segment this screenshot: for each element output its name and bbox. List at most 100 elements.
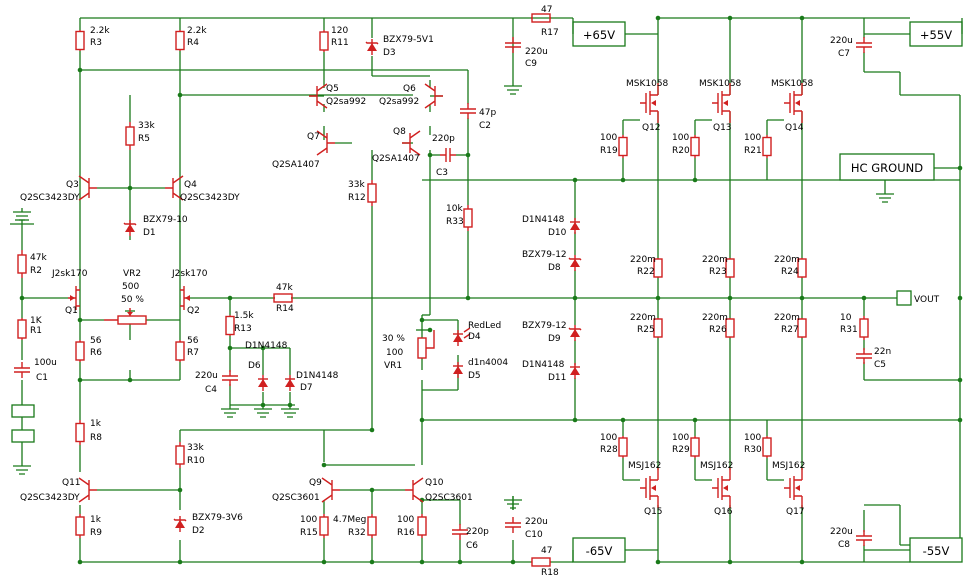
mosfet-q17 — [795, 485, 800, 491]
rail-label-neg55: -55V — [923, 544, 950, 558]
transistor-q6-ref: Q6 — [403, 84, 416, 94]
junction-dot — [77, 559, 83, 565]
transistor-q7 — [316, 130, 335, 156]
mosfet-q13 — [712, 83, 731, 123]
transistor-q8 — [402, 130, 421, 156]
transistor-q6 — [424, 83, 443, 109]
pot-vr2-value: 500 — [122, 282, 139, 292]
resistor-r15-value: 100 — [300, 515, 317, 525]
potentiometer-vr2 — [104, 308, 131, 321]
junction-dot — [692, 177, 698, 183]
ground-symbol — [13, 462, 31, 475]
resistor-r32-ref: R32 — [348, 528, 366, 538]
capacitor-c9-ref: C9 — [525, 59, 537, 69]
junction-dot — [465, 152, 471, 158]
transistor-q3-part: Q2SC3423DY — [20, 193, 80, 203]
junction-dot — [799, 295, 805, 301]
resistor-r29-ref: R29 — [672, 445, 690, 455]
transistor-q5-ref: Q5 — [326, 84, 339, 94]
pot-vr2-setting: 50 % — [121, 295, 144, 305]
input-terminal — [11, 404, 35, 418]
resistor-r26-value: 220m — [702, 313, 728, 323]
capacitor-c7-value: 220u — [830, 36, 853, 46]
diode-d6-part: D1N4148 — [245, 341, 288, 351]
capacitor-c6-value: 220p — [466, 527, 489, 537]
resistor-r1-ref: R1 — [30, 326, 42, 336]
diode-d2-ref: D2 — [192, 526, 205, 536]
diode-d10 — [570, 222, 580, 230]
transistor-q14-part: MSK1058 — [771, 79, 814, 89]
junction-dot — [369, 487, 375, 493]
rail-label-pos55: +55V — [920, 28, 952, 42]
transistor-q2-part: J2sk170 — [171, 269, 208, 279]
vout-label: VOUT — [914, 295, 940, 305]
junction-dot — [321, 462, 327, 468]
junction-dot — [655, 559, 661, 565]
resistor-r9-ref: R9 — [90, 528, 102, 538]
resistor-r30 — [762, 437, 772, 457]
junction-dot — [655, 15, 661, 21]
transistor-q11 — [78, 477, 97, 503]
diode-d7 — [285, 379, 295, 387]
resistor-r16-ref: R16 — [397, 528, 415, 538]
resistor-r22-value: 220m — [630, 255, 656, 265]
junction-dot — [177, 92, 183, 98]
zener-d9 — [570, 329, 580, 337]
ground-symbol — [281, 405, 299, 418]
zener-d3 — [367, 43, 377, 51]
ground-symbol — [13, 208, 31, 221]
junction-dot — [510, 559, 516, 565]
capacitor-c5-value: 22n — [874, 347, 891, 357]
zener-d2 — [175, 520, 185, 528]
junction-dot — [457, 559, 463, 565]
junction-dot — [321, 559, 327, 565]
capacitor-c1-value: 100u — [34, 358, 57, 368]
potentiometer-vr2 — [117, 315, 147, 325]
wire — [572, 549, 658, 562]
resistor-r19-ref: R19 — [600, 146, 618, 156]
mosfet-q17 — [784, 468, 803, 508]
transistor-q17-part: MSJ162 — [772, 461, 805, 471]
resistor-r3 — [75, 30, 85, 51]
capacitor-c10-value: 220u — [525, 517, 548, 527]
capacitor-c6-ref: C6 — [466, 541, 478, 551]
diode-d11-ref: D11 — [548, 373, 566, 383]
transistor-q8-part: Q2SA1407 — [372, 154, 420, 164]
junction-dot — [177, 559, 183, 565]
resistor-r20-ref: R20 — [672, 146, 690, 156]
zener-d1 — [123, 222, 137, 226]
resistor-r27 — [797, 318, 807, 338]
junction-dot — [957, 165, 963, 171]
transistor-q16-part: MSJ162 — [700, 461, 733, 471]
diode-d5-ref: D5 — [468, 371, 481, 381]
resistor-r13-value: 1.5k — [234, 311, 254, 321]
ground-symbol — [504, 82, 522, 95]
resistor-r26-ref: R26 — [709, 325, 727, 335]
diode-d4-part: RedLed — [468, 321, 501, 331]
ground-symbol — [876, 190, 894, 203]
resistor-r6 — [75, 341, 85, 361]
wire — [864, 18, 963, 35]
mosfet-q13 — [723, 100, 728, 106]
transistor-q14-ref: Q14 — [785, 123, 804, 133]
resistor-r6-ref: R6 — [90, 348, 102, 358]
junction-dot — [572, 417, 578, 423]
resistor-r28-value: 100 — [600, 433, 617, 443]
led-d4 — [463, 327, 471, 339]
resistor-r31-ref: R31 — [840, 325, 858, 335]
diode-d8-part: BZX79-12 — [522, 250, 567, 260]
transistor-q1-part: J2sk170 — [51, 269, 88, 279]
resistor-r12-value: 33k — [348, 180, 365, 190]
resistor-r19-value: 100 — [600, 133, 617, 143]
transistor-q7-ref: Q7 — [307, 132, 320, 142]
junction-dot — [727, 15, 733, 21]
jfet-q2 — [185, 295, 190, 301]
resistor-r21 — [762, 136, 772, 157]
jfet-q1 — [70, 295, 75, 301]
resistor-r6-value: 56 — [90, 336, 102, 346]
resistor-r32-value: 4.7Meg — [333, 515, 366, 525]
mosfet-q14 — [795, 100, 800, 106]
junction-dot — [369, 427, 375, 433]
resistor-r13-ref: R13 — [234, 324, 252, 334]
capacitor-c8-value: 220u — [830, 527, 853, 537]
